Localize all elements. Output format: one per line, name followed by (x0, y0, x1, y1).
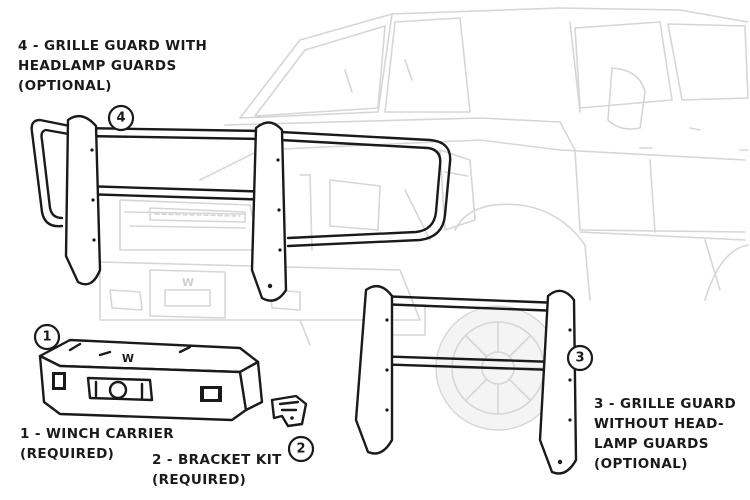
label-grille-guard-without-headlamp-guards: 3 - GRILLE GUARD WITHOUT HEAD- LAMP GUAR… (594, 394, 736, 474)
label-line: 3 - GRILLE GUARD (594, 396, 737, 412)
label-line: (OPTIONAL) (18, 78, 112, 94)
bracket-kit (270, 394, 308, 428)
svg-text:W: W (182, 276, 194, 289)
label-line: 1 - WINCH CARRIER (20, 426, 175, 442)
label-grille-guard-with-headlamp-guards: 4 - GRILLE GUARD WITH HEADLAMP GUARDS (O… (18, 36, 207, 96)
label-line: 2 - BRACKET KIT (152, 452, 282, 468)
label-winch-carrier: 1 - WINCH CARRIER (REQUIRED) (20, 424, 174, 464)
callout-2: 2 (287, 435, 315, 463)
callout-3-number: 3 (575, 351, 584, 366)
label-line: (REQUIRED) (152, 472, 247, 488)
label-line: LAMP GUARDS (594, 436, 709, 452)
callout-1: 1 (33, 323, 61, 351)
label-line: HEADLAMP GUARDS (18, 58, 177, 74)
callout-4-number: 4 (116, 111, 125, 126)
label-line: WITHOUT HEAD- (594, 416, 724, 432)
callout-2-number: 2 (296, 442, 305, 457)
callout-4: 4 (107, 104, 135, 132)
grille-guard-without-headlamp-guards (354, 284, 578, 475)
grille-guard-with-headlamp-guards (30, 114, 452, 302)
label-bracket-kit: 2 - BRACKET KIT (REQUIRED) (152, 450, 282, 490)
label-line: (REQUIRED) (20, 446, 115, 462)
svg-text:W: W (122, 352, 134, 365)
label-line: 4 - GRILLE GUARD WITH (18, 38, 208, 54)
winch-carrier: W (38, 338, 264, 422)
callout-1-number: 1 (42, 330, 51, 345)
callout-3: 3 (566, 344, 594, 372)
label-line: (OPTIONAL) (594, 456, 688, 472)
